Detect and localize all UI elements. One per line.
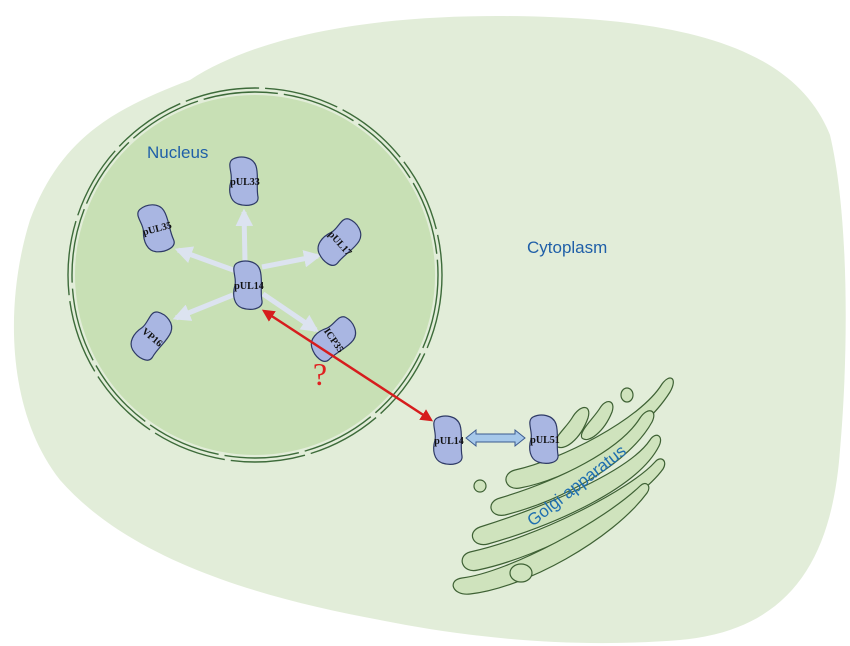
nucleus-cytoplasm-shuttle-arrow <box>261 309 434 422</box>
golgi-cisterna-6 <box>554 406 590 449</box>
pul14-pul51-double-arrow <box>465 428 526 448</box>
arrow-to-pul33 <box>235 208 254 263</box>
protein-pul14-cytoplasmic-label: pUL14 <box>434 436 463 447</box>
protein-pul14-nuclear: pUL14 <box>233 260 264 310</box>
protein-pul35-shape <box>137 204 175 253</box>
golgi-cisterna-3 <box>471 434 662 546</box>
protein-pul14-nuclear-shape <box>233 260 263 310</box>
protein-pul14-cytoplasmic: pUL14 <box>433 415 464 465</box>
protein-pul17-shape <box>317 218 362 266</box>
protein-pul51-shape <box>529 414 559 464</box>
golgi-vesicle-3 <box>509 563 533 583</box>
protein-pul33-label: pUL33 <box>230 177 259 188</box>
protein-pul51: pUL51 <box>529 414 560 464</box>
golgi-cisterna-5 <box>452 482 650 595</box>
protein-pul14-nuclear-label: pUL14 <box>234 281 263 292</box>
golgi-vesicle-1 <box>620 387 634 403</box>
question-mark: ? <box>313 356 327 392</box>
protein-pul17: pUL17 <box>317 218 362 266</box>
protein-pul14-cytoplasmic-shape <box>433 415 463 465</box>
cytoplasm-label: Cytoplasm <box>527 238 607 257</box>
golgi-cisterna-2 <box>490 410 655 516</box>
protein-vp16-shape <box>130 311 173 361</box>
protein-pul33: pUL33 <box>229 156 260 206</box>
protein-pul35: pUL35 <box>137 204 175 253</box>
golgi-cisterna-4 <box>461 458 666 572</box>
protein-pul51-label: pUL51 <box>530 435 559 446</box>
nuclear-envelope <box>67 87 443 463</box>
protein-vp16: VP16 <box>130 311 173 361</box>
golgi-vesicle-2 <box>473 479 487 493</box>
arrow-to-pul17 <box>261 250 322 270</box>
arrow-to-pul35 <box>174 246 237 274</box>
protein-pul33-shape <box>229 156 259 206</box>
arrow-to-vp16 <box>172 292 234 321</box>
golgi-cisterna-7 <box>580 401 614 441</box>
nucleus-label: Nucleus <box>147 143 208 162</box>
